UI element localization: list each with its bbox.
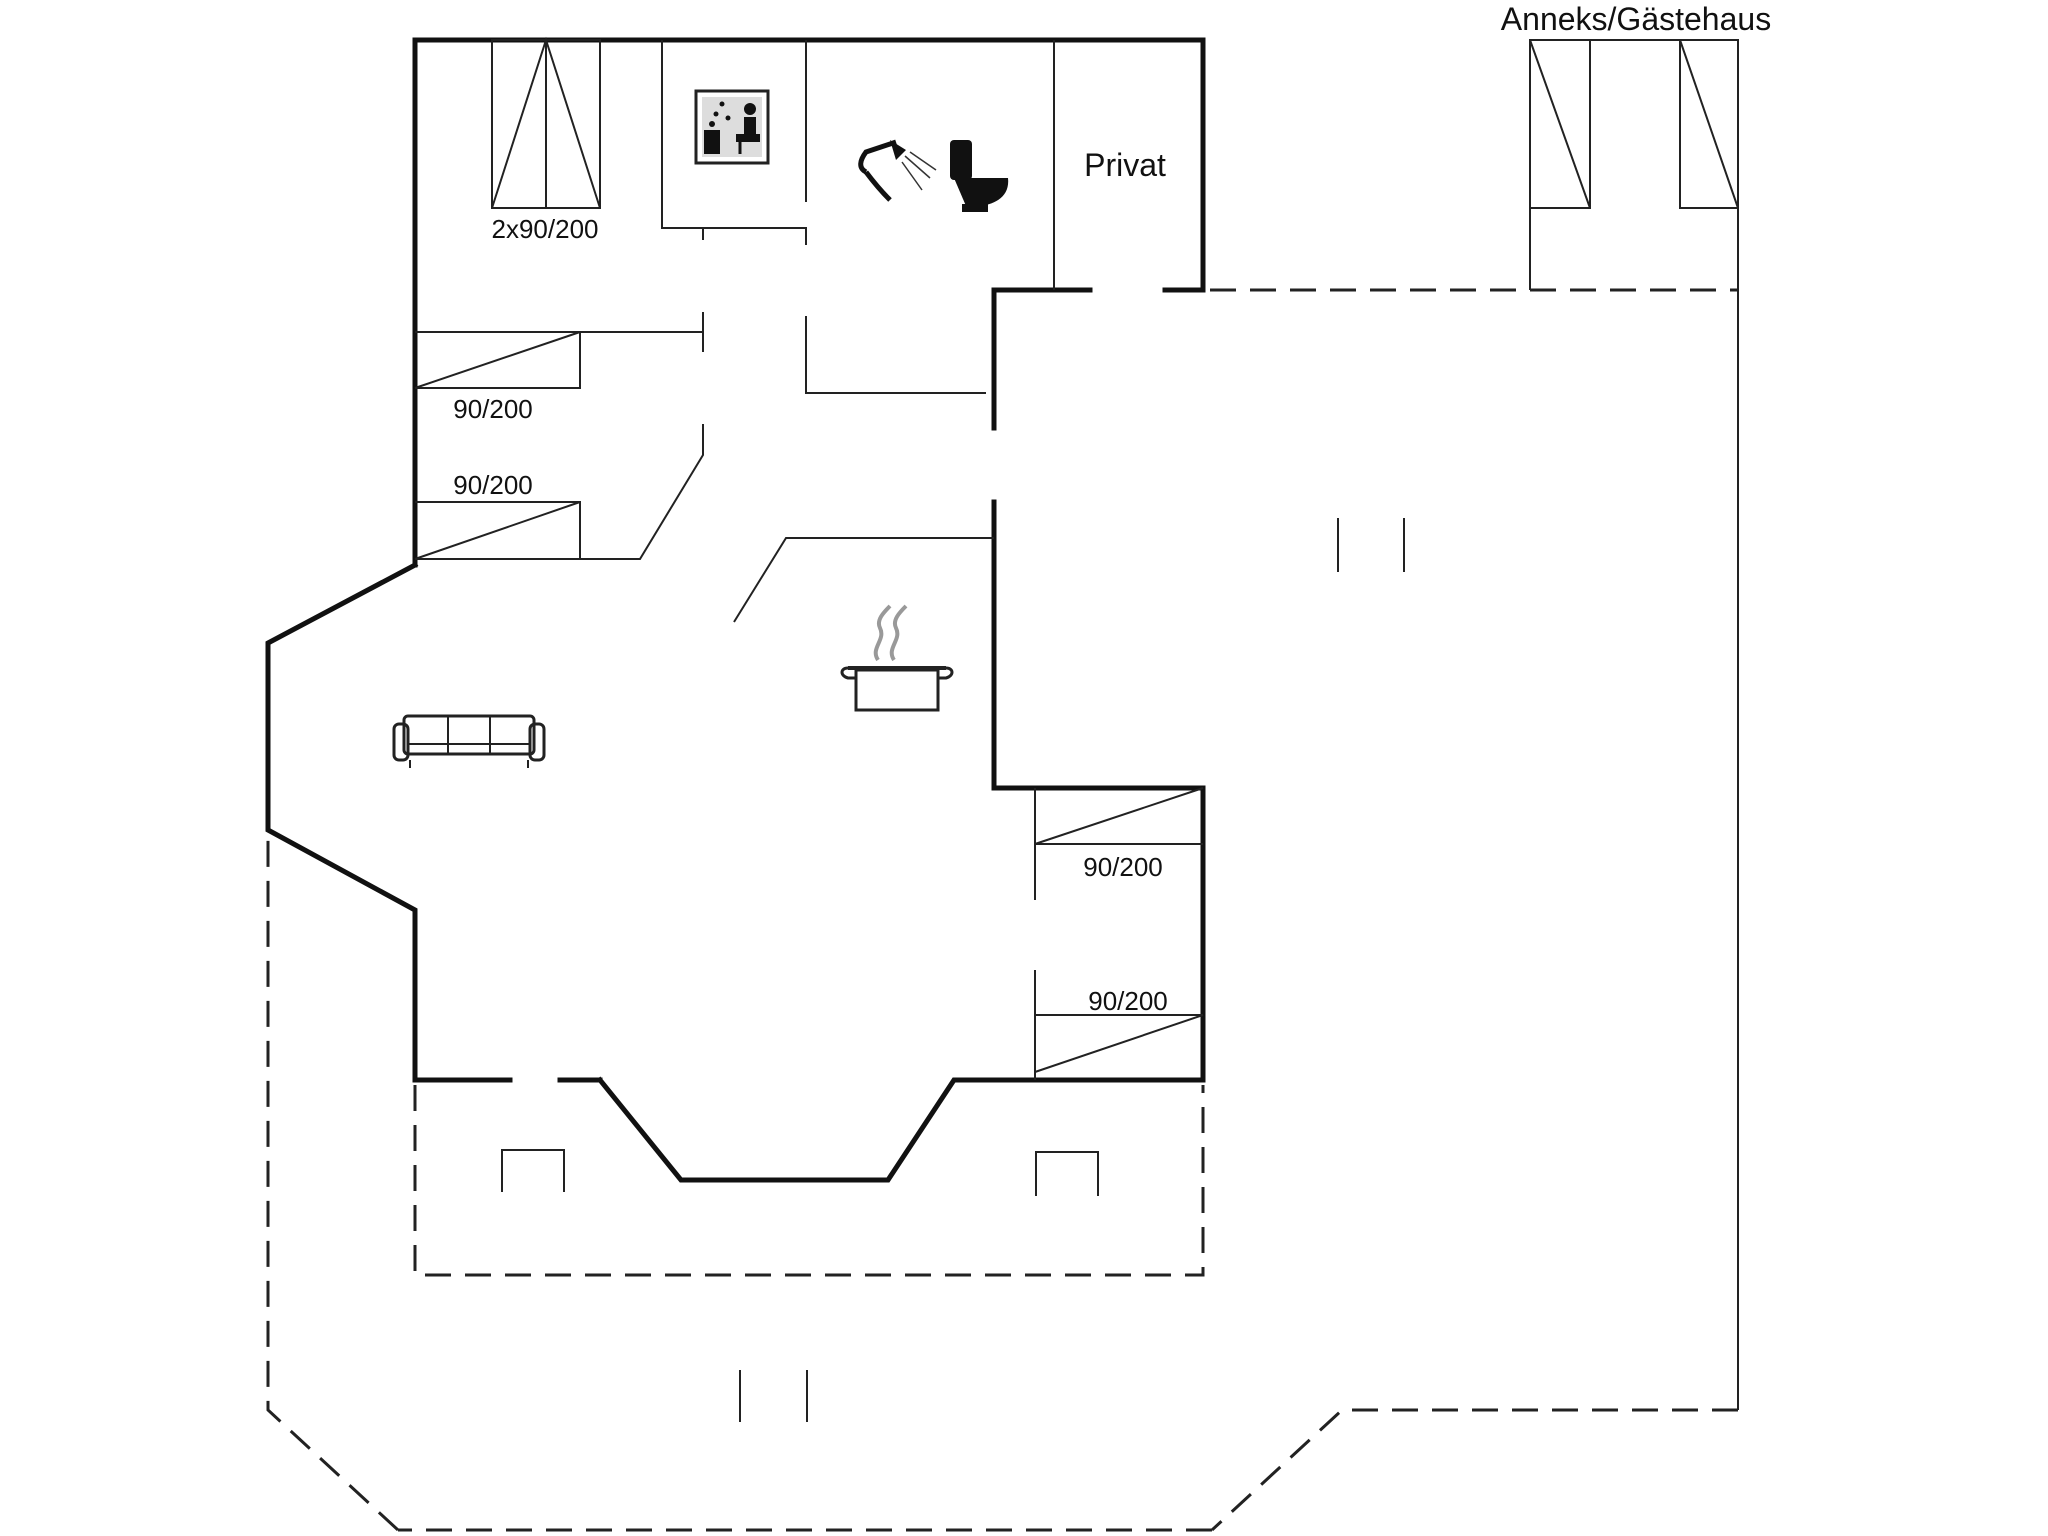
bed-room3-label: 90/200	[453, 470, 533, 500]
sofa-icon	[392, 714, 546, 768]
annex-label: Anneks/Gästehaus	[1501, 1, 1771, 37]
terraces	[266, 288, 1738, 1532]
bed-room2-label: 90/200	[453, 394, 533, 424]
bed-room2	[414, 331, 581, 389]
private-room-label: Privat	[1084, 147, 1166, 183]
bed-double-label: 2x90/200	[492, 214, 599, 244]
bed-room3	[414, 501, 581, 560]
annex-beds	[1529, 39, 1739, 209]
bed-room4-label: 90/200	[1083, 852, 1163, 882]
bed-room5	[1034, 1014, 1204, 1073]
annex-walls	[1529, 39, 1739, 1410]
cooking-pot-icon	[840, 604, 954, 712]
main-house-walls	[265, 37, 1206, 1183]
bed-room4	[1034, 787, 1204, 845]
bed-double	[491, 36, 601, 209]
toilet-icon	[950, 140, 1009, 212]
beds	[414, 36, 1739, 1073]
shower-icon	[858, 139, 937, 202]
bed-room5-label: 90/200	[1088, 986, 1168, 1016]
sauna-icon	[694, 89, 770, 165]
terrace-furniture	[501, 518, 1405, 1422]
interior-partitions	[415, 40, 1203, 1080]
